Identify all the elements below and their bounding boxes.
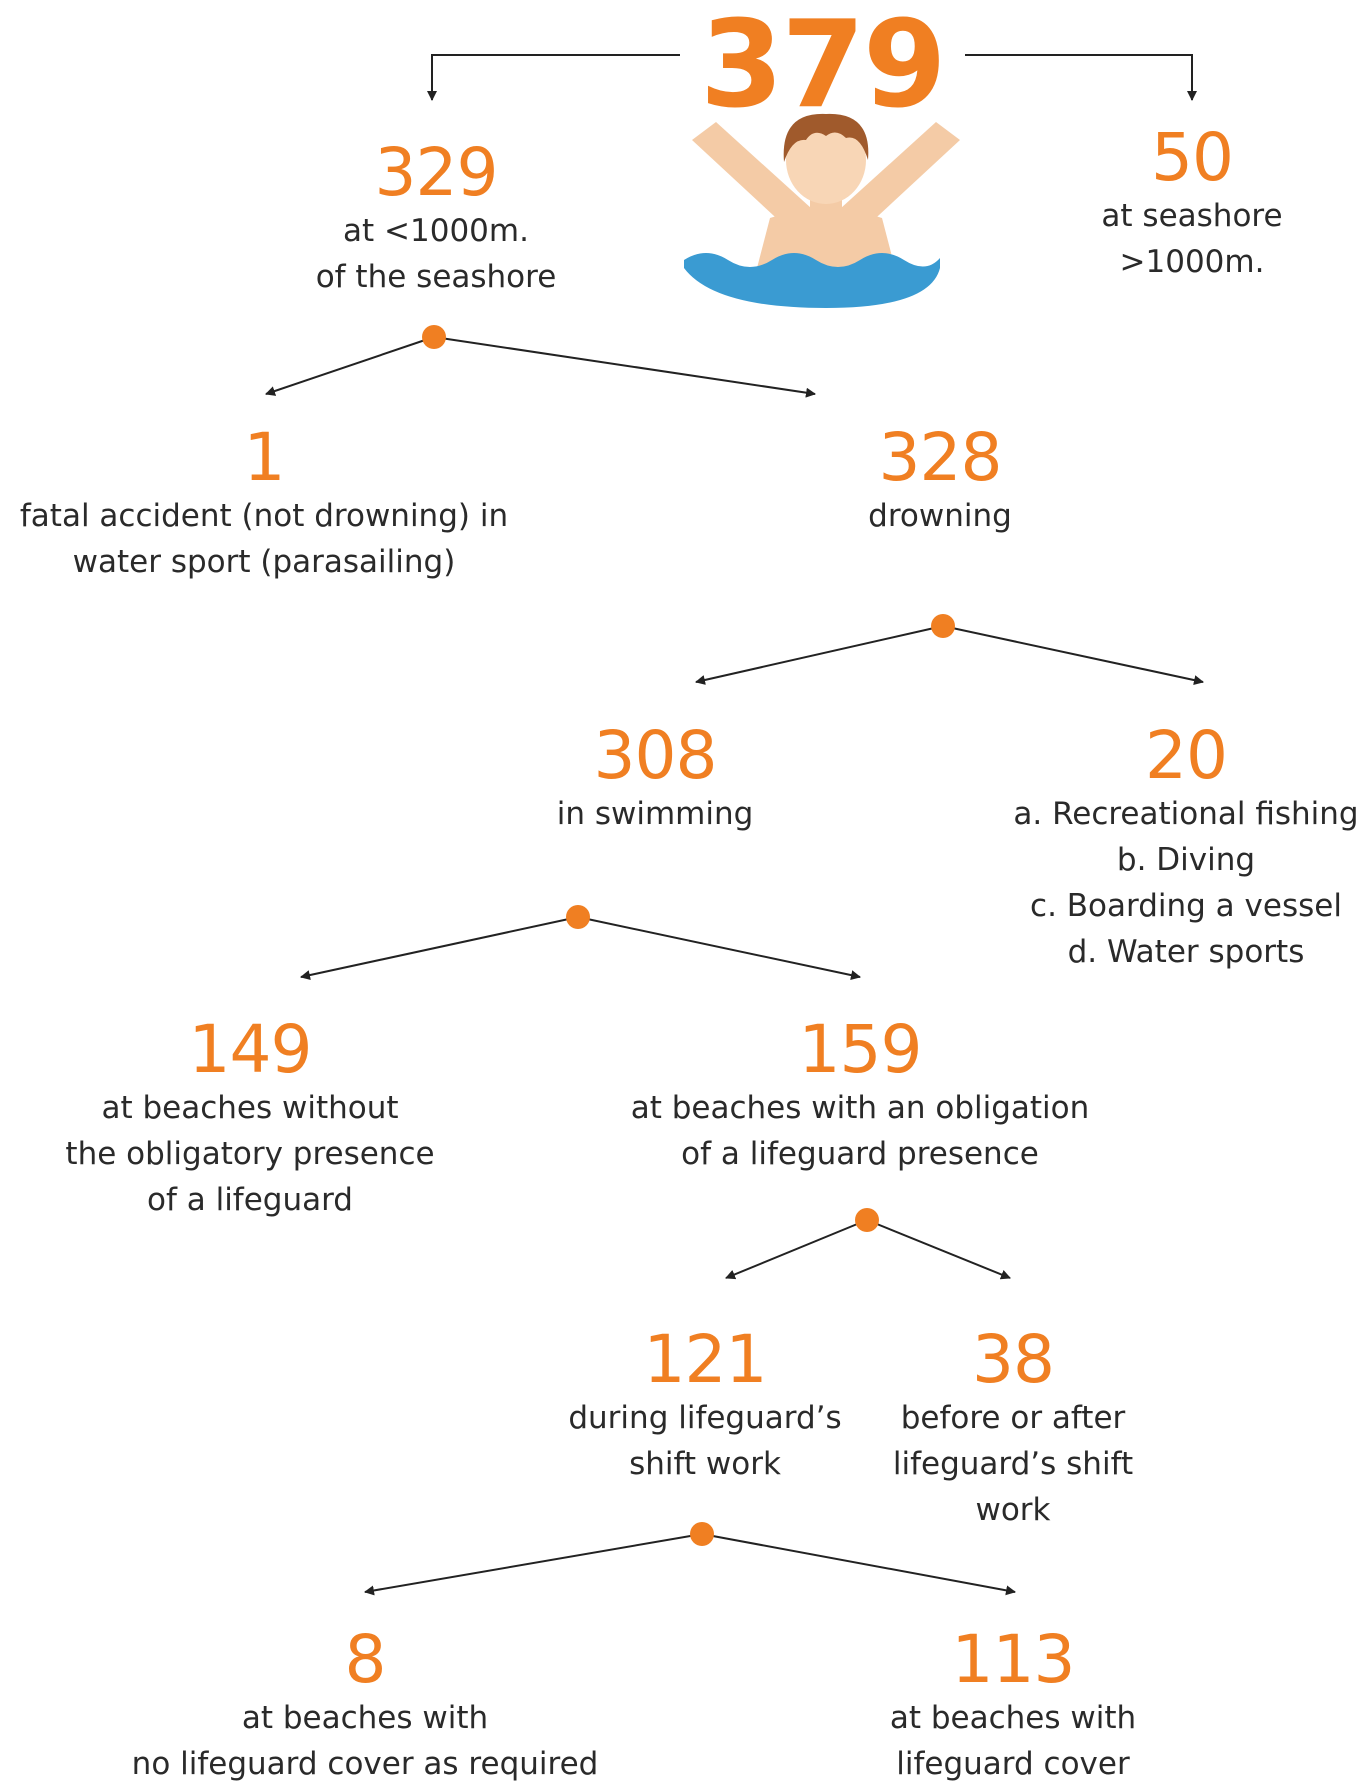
node-50: 50 at seashore >1000m.	[1101, 125, 1282, 285]
308-to-149-arrow	[300, 916, 579, 980]
121-to-8-arrow	[364, 1533, 703, 1596]
node-description-line: before or after	[900, 1400, 1126, 1436]
node-description: a. Recreational fishing b. Diving c. Boa…	[1013, 791, 1358, 975]
node-value: 113	[951, 1621, 1076, 1698]
branch-node-dot	[855, 1208, 879, 1232]
node-113: 113 at beaches with lifeguard cover	[890, 1627, 1136, 1787]
node-description-line: b. Diving	[1116, 842, 1256, 878]
node-description-line: drowning	[868, 498, 1012, 534]
branch-node-dot	[422, 325, 446, 349]
node-description-line: at beaches without	[101, 1090, 399, 1126]
node-description-line: shift work	[629, 1446, 781, 1482]
328-to-20-arrow	[942, 625, 1204, 685]
node-description-line: in swimming	[556, 796, 754, 832]
node-description-line: at seashore	[1101, 198, 1283, 234]
node-description: during lifeguard’s shift work	[568, 1395, 841, 1487]
node-value: 50	[1151, 119, 1234, 196]
branch-node-dot	[931, 614, 955, 638]
node-description: at beaches with an obligation of a lifeg…	[631, 1085, 1090, 1177]
node-description-line: at beaches with	[889, 1700, 1137, 1736]
node-description-line: of the seashore	[315, 259, 557, 295]
node-value: 308	[593, 717, 718, 794]
node-description-line: d. Water sports	[1067, 934, 1305, 970]
root-total-value: 379	[700, 0, 946, 135]
node-description-line: at <1000m.	[343, 213, 529, 249]
node-description-line: lifeguard cover	[896, 1746, 1130, 1782]
node-38: 38 before or after lifeguard’s shift wor…	[893, 1327, 1133, 1533]
node-308: 308 in swimming	[557, 723, 754, 837]
node-description: at beaches with no lifeguard cover as re…	[132, 1695, 599, 1787]
node-value: 149	[188, 1011, 313, 1088]
branch-node-dot	[690, 1522, 714, 1546]
root-total: 379	[700, 0, 946, 135]
node-value: 38	[972, 1321, 1055, 1398]
121-to-113-arrow	[701, 1533, 1016, 1596]
node-description-line: a. Recreational fishing	[1013, 796, 1359, 832]
node-description-line: at beaches with	[241, 1700, 489, 1736]
node-328: 328 drowning	[868, 425, 1012, 539]
node-value: 159	[798, 1011, 923, 1088]
node-description: at seashore >1000m.	[1101, 193, 1282, 285]
node-description: fatal accident (not drowning) in water s…	[20, 493, 508, 585]
329-to-328-arrow	[433, 336, 816, 398]
node-description-line: of a lifeguard	[146, 1182, 353, 1218]
node-149: 149 at beaches without the obligatory pr…	[65, 1017, 434, 1223]
node-description: at beaches with lifeguard cover	[890, 1695, 1136, 1787]
swimmer-icon	[684, 113, 960, 308]
node-121: 121 during lifeguard’s shift work	[568, 1327, 841, 1487]
node-description: drowning	[868, 493, 1012, 539]
node-description-line: of a lifeguard presence	[681, 1136, 1039, 1172]
node-description-line: >1000m.	[1119, 244, 1265, 280]
159-to-38-arrow	[866, 1219, 1011, 1280]
node-description: before or after lifeguard’s shift work	[893, 1395, 1133, 1533]
branch-node-dot	[566, 905, 590, 929]
node-value: 20	[1145, 717, 1228, 794]
329-to-1-arrow	[265, 336, 435, 396]
node-description-line: no lifeguard cover as required	[131, 1746, 599, 1782]
node-value: 329	[374, 134, 499, 211]
node-description-line: c. Boarding a vessel	[1030, 888, 1342, 924]
node-20: 20 a. Recreational fishing b. Diving c. …	[1013, 723, 1358, 975]
node-159: 159 at beaches with an obligation of a l…	[631, 1017, 1090, 1177]
308-to-159-arrow	[577, 916, 861, 981]
node-1: 1 fatal accident (not drowning) in water…	[20, 425, 508, 585]
root-to-329-arrow	[427, 54, 680, 101]
node-description-line: lifeguard’s shift	[892, 1446, 1134, 1482]
root-to-50-arrow	[965, 54, 1197, 101]
node-value: 8	[344, 1621, 387, 1698]
node-description-line: the obligatory presence	[65, 1136, 435, 1172]
node-description-line: work	[975, 1492, 1051, 1528]
node-description-line: water sport (parasailing)	[72, 544, 456, 580]
node-329: 329 at <1000m. of the seashore	[316, 140, 557, 300]
node-description-line: fatal accident (not drowning) in	[19, 498, 509, 534]
node-description-line: at beaches with an obligation	[630, 1090, 1090, 1126]
node-description-line: during lifeguard’s	[568, 1400, 842, 1436]
node-value: 1	[243, 419, 286, 496]
159-to-121-arrow	[725, 1219, 868, 1280]
328-to-308-arrow	[695, 625, 944, 685]
node-description: in swimming	[557, 791, 754, 837]
node-description: at beaches without the obligatory presen…	[65, 1085, 434, 1223]
node-value: 328	[878, 419, 1003, 496]
node-description: at <1000m. of the seashore	[316, 208, 557, 300]
node-8: 8 at beaches with no lifeguard cover as …	[132, 1627, 599, 1787]
node-value: 121	[643, 1321, 768, 1398]
